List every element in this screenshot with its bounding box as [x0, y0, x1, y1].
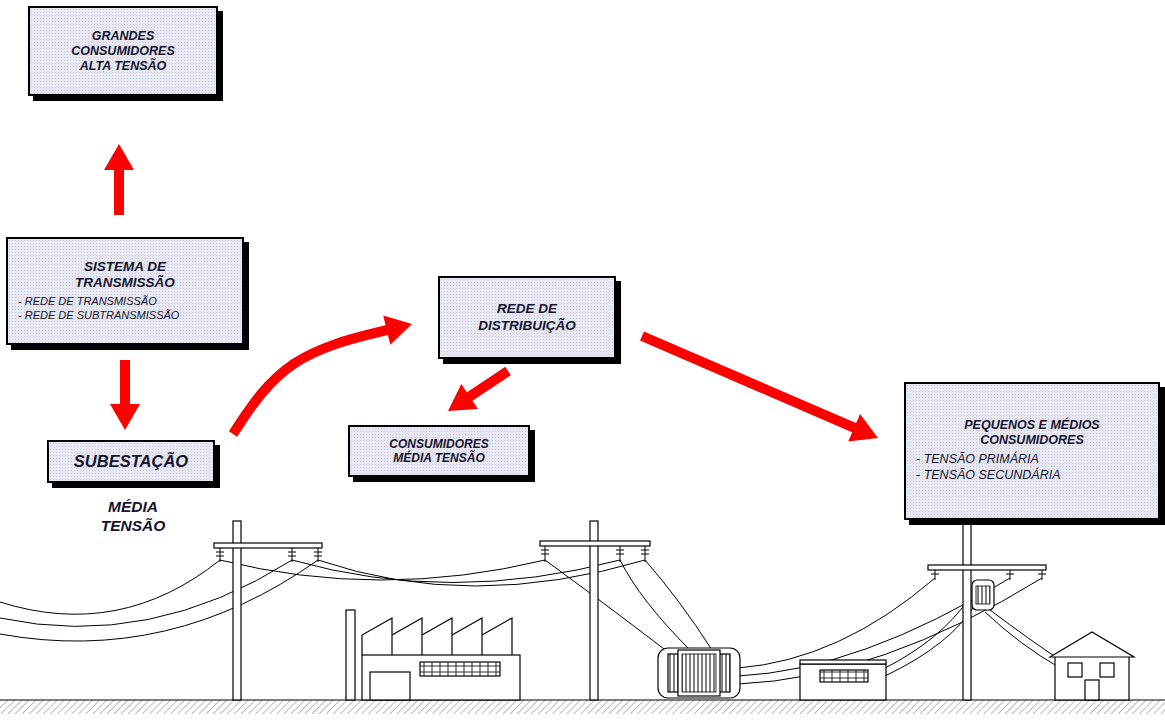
box-heading: SUBESTAÇÃO [74, 452, 188, 472]
ground-hatch [0, 700, 1165, 714]
utility-pole [214, 521, 322, 700]
substation-box: SUBESTAÇÃO [47, 440, 215, 483]
flow-arrow [110, 360, 140, 430]
box-heading: CONSUMIDORES MÉDIA TENSÃO [369, 437, 509, 466]
arrow-shaft [120, 360, 130, 407]
list-item: - TENSÃO SECUNDÁRIA [916, 468, 1148, 484]
arrow-head [448, 384, 478, 411]
consumer-box: CONSUMIDORES MÉDIA TENSÃO [348, 425, 530, 477]
transformer [658, 648, 740, 698]
arrow-head [110, 404, 140, 430]
consumer-box: PEQUENOS E MÉDIOS CONSUMIDORES - TENSÃO P… [904, 382, 1160, 520]
factory [346, 610, 520, 700]
box-heading: SISTEMA DE TRANSMISSÃO [50, 259, 200, 291]
flow-arrow [104, 144, 134, 215]
transmission-box: SISTEMA DE TRANSMISSÃO - REDE DE TRANSMIS… [6, 237, 244, 345]
arrow-shaft [114, 167, 124, 215]
commercial-building [800, 660, 886, 700]
list-item: - REDE DE SUBTRANSMISSÃO [18, 309, 232, 323]
list-item: - REDE DE TRANSMISSÃO [18, 295, 232, 309]
box-heading: GRANDES CONSUMIDORES ALTA TENSÃO [58, 29, 188, 74]
box-heading: PEQUENOS E MÉDIOS CONSUMIDORES [942, 418, 1122, 448]
list-item: - TENSÃO PRIMÁRIA [916, 452, 1148, 468]
voltage-label: MÉDIA TENSÃO [88, 497, 178, 536]
flow-arrow [642, 336, 878, 441]
house [1050, 632, 1134, 700]
ground-line [0, 699, 1165, 700]
arrow-head [104, 144, 134, 170]
power-wires [0, 560, 1060, 684]
utility-pole [928, 523, 1046, 700]
arrow-shaft [467, 371, 508, 398]
arrow-head [848, 414, 878, 442]
consumer-box: GRANDES CONSUMIDORES ALTA TENSÃO [28, 6, 218, 96]
box-heading: REDE DE DISTRIBUIÇÃO [478, 301, 576, 333]
flow-arrow [448, 371, 508, 411]
arrow-shaft [642, 336, 857, 429]
utility-pole [540, 521, 650, 700]
distribution-box: REDE DE DISTRIBUIÇÃO [438, 276, 616, 359]
flow-arrow [233, 316, 412, 434]
arrow-shaft [233, 329, 390, 434]
arrow-head [383, 316, 412, 345]
